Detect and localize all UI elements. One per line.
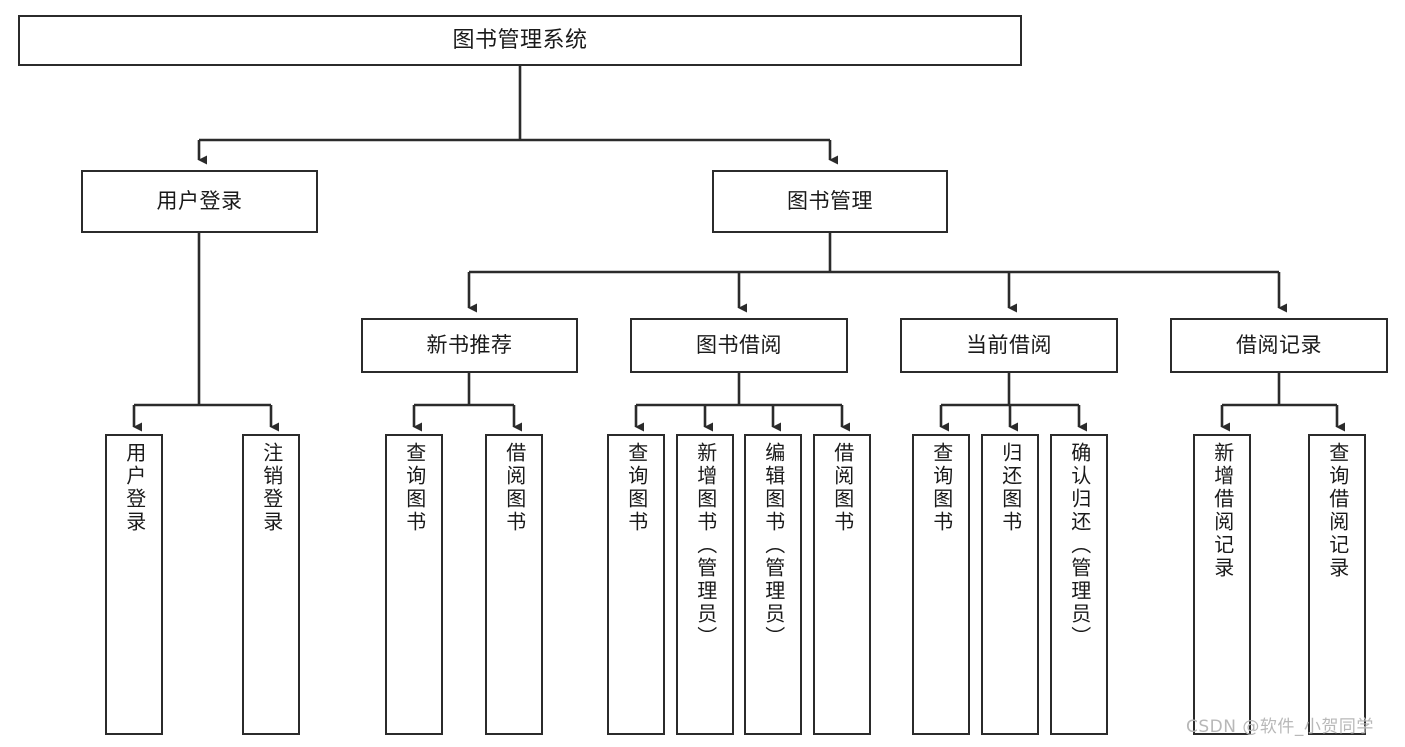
node-label: 新书推荐 <box>426 333 513 358</box>
node-label: 查询图书 <box>402 442 427 534</box>
node-label: 图书管理 <box>787 189 873 214</box>
node-label: 注销登录 <box>259 442 284 534</box>
leaf-current-query-book[interactable]: 查询图书 <box>912 434 970 735</box>
leaf-record-query-record[interactable]: 查询借阅记录 <box>1308 434 1366 735</box>
node-label: 借阅记录 <box>1236 333 1322 358</box>
leaf-user-login-signin[interactable]: 用户登录 <box>105 434 163 735</box>
node-new-book-recommendation[interactable]: 新书推荐 <box>361 318 578 373</box>
node-book-management[interactable]: 图书管理 <box>712 170 948 233</box>
node-label: 用户登录 <box>122 442 147 534</box>
node-book-borrowing[interactable]: 图书借阅 <box>630 318 848 373</box>
node-current-borrowing[interactable]: 当前借阅 <box>900 318 1118 373</box>
node-label: 查询图书 <box>929 442 954 534</box>
node-borrowing-record[interactable]: 借阅记录 <box>1170 318 1388 373</box>
node-label: 借阅图书 <box>830 442 855 534</box>
leaf-borrow-query-book[interactable]: 查询图书 <box>607 434 665 735</box>
node-label: 新增借阅记录 <box>1210 442 1235 580</box>
node-label: 用户登录 <box>156 189 243 214</box>
node-label: 借阅图书 <box>502 442 527 534</box>
node-root-book-management-system[interactable]: 图书管理系统 <box>18 15 1022 66</box>
leaf-borrow-borrow-book[interactable]: 借阅图书 <box>813 434 871 735</box>
leaf-new-book-borrow[interactable]: 借阅图书 <box>485 434 543 735</box>
leaf-user-login-signout[interactable]: 注销登录 <box>242 434 300 735</box>
node-label: 新增图书（管理员） <box>693 442 718 649</box>
csdn-watermark: CSDN @软件_小贺同学 <box>1186 717 1374 737</box>
node-label: 确认归还（管理员） <box>1067 442 1092 649</box>
leaf-new-book-query[interactable]: 查询图书 <box>385 434 443 735</box>
node-label: 查询图书 <box>624 442 649 534</box>
node-label: 编辑图书（管理员） <box>761 442 786 649</box>
leaf-record-add-record[interactable]: 新增借阅记录 <box>1193 434 1251 735</box>
leaf-borrow-add-book-admin[interactable]: 新增图书（管理员） <box>676 434 734 735</box>
leaf-current-confirm-return-admin[interactable]: 确认归还（管理员） <box>1050 434 1108 735</box>
leaf-current-return-book[interactable]: 归还图书 <box>981 434 1039 735</box>
leaf-borrow-edit-book-admin[interactable]: 编辑图书（管理员） <box>744 434 802 735</box>
node-label: 当前借阅 <box>966 333 1052 358</box>
node-label: 查询借阅记录 <box>1325 442 1350 580</box>
node-label: 图书管理系统 <box>452 27 588 53</box>
node-label: 归还图书 <box>998 442 1023 534</box>
node-label: 图书借阅 <box>696 333 782 358</box>
node-user-login[interactable]: 用户登录 <box>81 170 318 233</box>
